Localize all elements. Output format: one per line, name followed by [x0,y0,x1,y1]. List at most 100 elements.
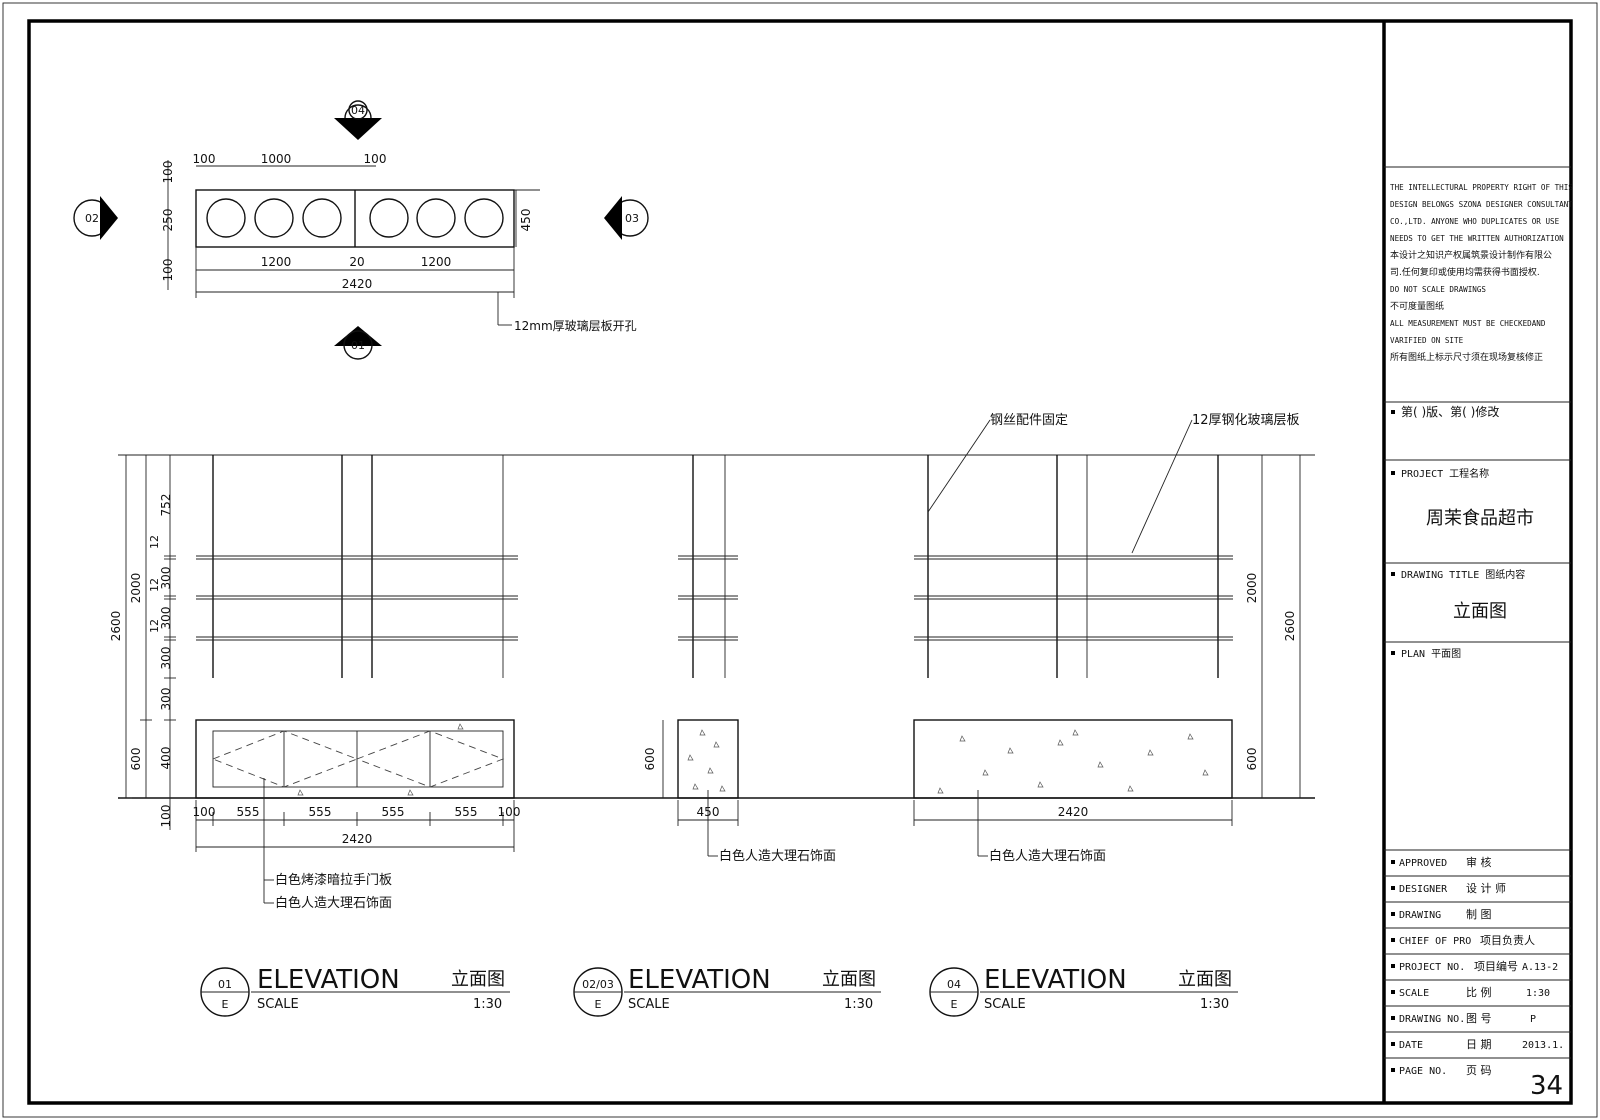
svg-text:SCALE: SCALE [628,997,670,1012]
svg-text:审 核: 审 核 [1466,855,1492,869]
svg-text:ALL MEASUREMENT MUST BE CHECKE: ALL MEASUREMENT MUST BE CHECKEDAND [1390,319,1546,328]
dim-total-height: 2600 [109,611,123,642]
dim-a-4: 555 [382,805,405,819]
project-label: PROJECT 工程名称 [1401,467,1489,480]
svg-text:THE INTELLECTURAL PROPERTY RIG: THE INTELLECTURAL PROPERTY RIGHT OF THIS [1390,183,1573,192]
svg-text:PROJECT NO.: PROJECT NO. [1399,962,1465,973]
elevation-label: ELEVATION [257,965,400,995]
svg-text:DRAWING: DRAWING [1399,910,1441,921]
elevation-label: ELEVATION [628,965,771,995]
section-marker-right: 03 [604,196,649,240]
svg-text:02: 02 [85,212,99,225]
svg-text:设 计 师: 设 计 师 [1466,882,1506,895]
drawing-frame [27,19,1573,1105]
dim-seg-300d: 300 [159,688,173,711]
dim-cabinet-b-base: 600 [643,748,657,771]
dim-base-inner: 400 [159,747,173,770]
dim-right-total: 2600 [1283,611,1297,642]
section-marker-bottom: 01 [334,326,382,360]
plan-dim-depth: 450 [519,209,533,232]
svg-text:E: E [222,998,229,1011]
svg-text:VARIFIED ON SITE: VARIFIED ON SITE [1390,336,1464,345]
elevation-label: ELEVATION [984,965,1127,995]
svg-text:SCALE: SCALE [984,997,1026,1012]
note-glass-shelf: 12厚钢化玻璃层板 [1192,413,1300,428]
plan-dim-v1: 100 [161,161,175,184]
svg-text:02/03: 02/03 [582,978,614,991]
svg-text:DESIGNER: DESIGNER [1399,884,1448,895]
svg-text:NEEDS TO GET THE WRITTEN AUTHO: NEEDS TO GET THE WRITTEN AUTHORIZATION [1390,234,1564,243]
drawing-title-label: DRAWING TITLE 图纸内容 [1401,568,1525,581]
note-door-panel: 白色烤漆暗拉手门板 [275,872,392,888]
section-marker-top: 04 [334,100,382,140]
plan-dim-right: 100 [364,152,387,166]
shelf-plan: 100 1000 100 100 250 100 450 1200 20 120… [73,100,649,360]
plan-dim-left: 100 [193,152,216,166]
section-marker-left: 02 [73,196,118,240]
svg-text:04: 04 [947,978,961,991]
plan-note: 12mm厚玻璃层板开孔 [514,319,637,333]
svg-text:立面图: 立面图 [822,969,876,990]
svg-text:03: 03 [625,212,639,225]
svg-text:P: P [1530,1014,1536,1025]
dim-a-6: 100 [498,805,521,819]
svg-text:DATE: DATE [1399,1040,1423,1051]
plan-holes [206,198,504,238]
shelf-hole [369,198,409,238]
dim-base-height: 600 [129,748,143,771]
dim-a-total: 2420 [342,832,373,846]
cabinet-c-base [913,719,1233,799]
dim-seg-12b: 12 [148,578,161,592]
svg-text:项目负责人: 项目负责人 [1480,933,1535,947]
cabinet-a-base [195,719,515,799]
shelf-hole [416,198,456,238]
svg-text:2013.1.: 2013.1. [1522,1040,1564,1051]
dim-seg-300a: 300 [159,567,173,590]
svg-text:1:30: 1:30 [1200,997,1229,1012]
plan-dim-b3: 1200 [421,255,452,269]
dim-a-5: 555 [455,805,478,819]
drawing-title: 立面图 [1453,601,1507,622]
svg-text:不可度量图纸: 不可度量图纸 [1390,300,1444,312]
dim-c-width: 2420 [1058,805,1089,819]
svg-text:DESIGN BELONGS SZONA DESIGNER: DESIGN BELONGS SZONA DESIGNER CONSULTANT [1390,200,1573,209]
note-marble-c: 白色人造大理石饰面 [989,848,1106,864]
revision-field: 第( )版、第( )修改 [1401,404,1499,419]
title-block: THE INTELLECTURAL PROPERTY RIGHT OF THIS… [1384,166,1573,1101]
shelf-hole [254,198,294,238]
svg-text:立面图: 立面图 [451,969,505,990]
dim-right-base: 600 [1245,748,1259,771]
note-marble-a: 白色人造大理石饰面 [275,895,392,911]
title-block-rows: APPROVED 审 核 DESIGNER 设 计 师 DRAWING 制 图 … [1391,855,1564,1101]
plan-dim-b2: 20 [349,255,364,269]
dim-seg-300b: 300 [159,607,173,630]
note-steel-wire: 钢丝配件固定 [990,413,1068,428]
dim-right-upper: 2000 [1245,573,1259,604]
plan-dim-v3: 100 [161,259,175,282]
plan-dim-total: 2420 [342,277,373,291]
svg-text:01: 01 [351,339,365,352]
plan-dim-middle: 1000 [261,152,292,166]
page-number: 34 [1530,1071,1563,1101]
svg-text:制 图: 制 图 [1466,908,1492,921]
dim-upper-height: 2000 [129,573,143,604]
plan-label: PLAN 平面图 [1401,648,1461,660]
elevation-drawing: 2600 2000 600 752 12 300 12 300 12 300 3… [109,413,1315,911]
dim-seg-752: 752 [159,494,173,517]
svg-text:日 期: 日 期 [1466,1038,1492,1051]
shelf-hole [464,198,504,238]
dim-seg-12c: 12 [148,619,161,633]
shelf-hole [206,198,246,238]
svg-text:1:30: 1:30 [473,997,502,1012]
svg-text:APPROVED: APPROVED [1399,858,1447,869]
cabinet-b-base [677,719,739,799]
elevation-title-0203: 02/03 E ELEVATION 立面图 SCALE 1:30 [573,965,881,1017]
dim-seg-300c: 300 [159,647,173,670]
note-marble-b: 白色人造大理石饰面 [719,848,836,864]
svg-text:E: E [951,998,958,1011]
svg-text:本设计之知识产权属筑景设计制作有限公: 本设计之知识产权属筑景设计制作有限公 [1390,249,1552,261]
elevation-title-04: 04 E ELEVATION 立面图 SCALE 1:30 [929,965,1238,1017]
plan-dim-v2: 250 [161,209,175,232]
svg-text:CHIEF OF PRO: CHIEF OF PRO [1399,936,1471,947]
